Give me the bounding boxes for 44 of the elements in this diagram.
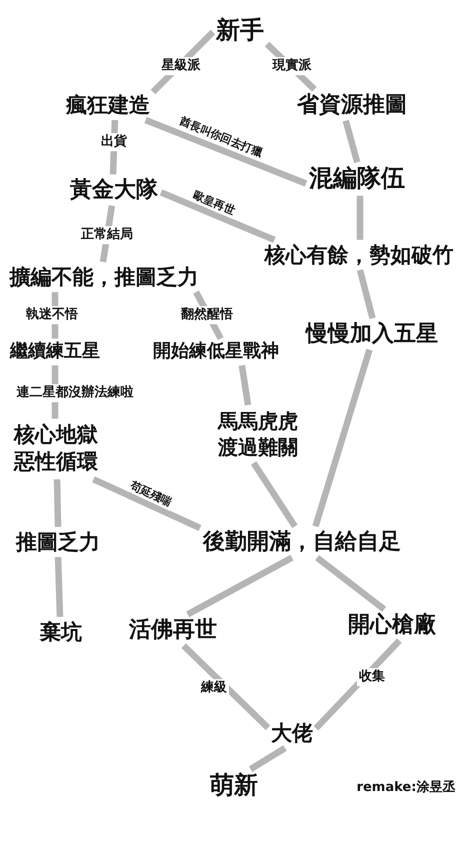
edge-label: 正常結局 xyxy=(79,226,135,244)
edge-label: 出貨 xyxy=(99,133,129,151)
connector-line xyxy=(315,555,386,612)
step-text: 棄坑 xyxy=(37,616,85,648)
connector-line xyxy=(54,479,62,527)
connector-line xyxy=(144,117,308,187)
connector-line xyxy=(160,189,276,243)
edge-label: 執迷不悟 xyxy=(24,306,80,324)
edge-label: 現實派 xyxy=(270,57,314,75)
connector-line xyxy=(356,196,364,240)
connector-line xyxy=(248,745,287,772)
step-text: 萌新 xyxy=(207,769,261,803)
step-text: 擴編不能，推圖乏力 xyxy=(6,262,202,292)
connector-line xyxy=(250,461,298,528)
step-text: 慢慢加入五星 xyxy=(303,318,441,350)
step-text: 省資源推圖 xyxy=(294,89,410,121)
connector-line xyxy=(238,364,252,406)
step-text: 開心槍廠 xyxy=(345,609,439,641)
step-text: 活佛再世 xyxy=(126,614,220,646)
connector-line xyxy=(186,554,294,618)
step-text: 核心有餘，勢如破竹 xyxy=(262,240,456,270)
step-text: 黃金大隊 xyxy=(67,174,161,206)
edge-label: 連二星都沒辦法練啦 xyxy=(14,384,136,402)
step-text: 新手 xyxy=(213,14,267,48)
connector-line xyxy=(181,643,270,730)
edge-label: 星級派 xyxy=(160,57,202,75)
connector-line xyxy=(312,348,373,528)
step-text: 繼續練五星 xyxy=(7,338,103,366)
step-text: 大佬 xyxy=(268,718,316,748)
step-text: 核心地獄惡性循環 xyxy=(11,418,101,480)
connector-line xyxy=(92,476,202,531)
edge-label: 練級 xyxy=(199,679,229,697)
step-text: 混編隊伍 xyxy=(306,162,408,196)
step-text: 推圖乏力 xyxy=(13,526,103,558)
step-text: 瘋狂建造 xyxy=(63,90,153,120)
edge-label: 收集 xyxy=(357,668,387,686)
step-text: 馬馬虎虎渡過難關 xyxy=(215,405,301,463)
step-text: 開始練低星戰神 xyxy=(150,338,282,366)
edge-label: 翻然醒悟 xyxy=(179,306,235,324)
connector-line xyxy=(54,556,64,618)
connector-line xyxy=(356,269,376,320)
credit-text: remake:涂昱丞 xyxy=(356,779,456,796)
step-text: 後勤開滿，自給自足 xyxy=(200,526,404,558)
connector-line xyxy=(342,120,360,164)
